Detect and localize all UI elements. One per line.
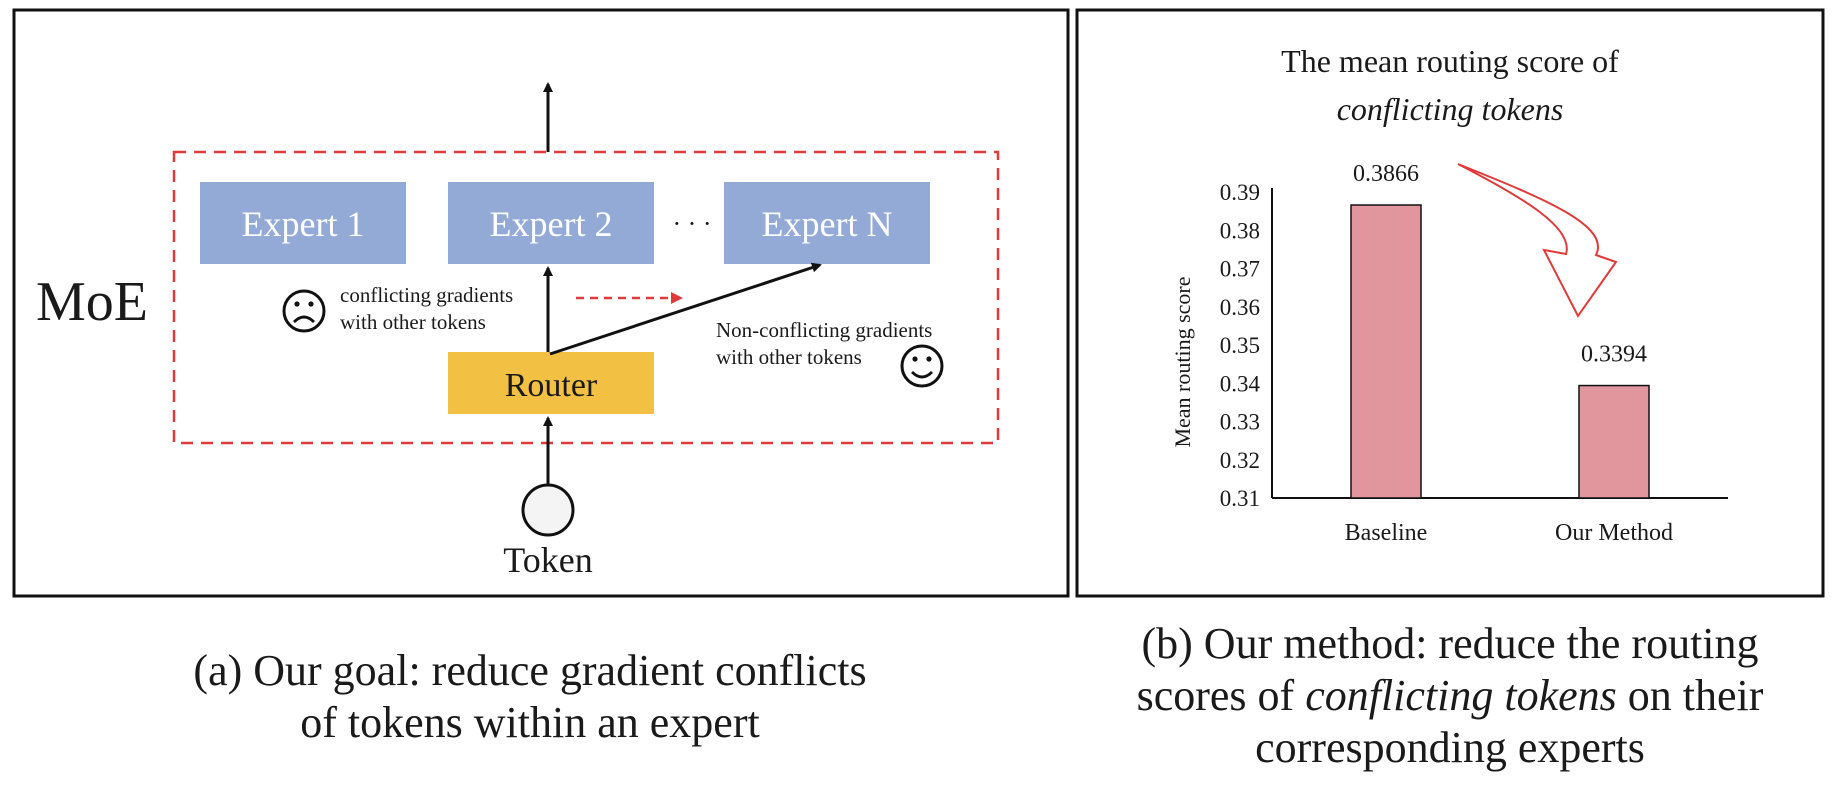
y-tick-label: 0.34 (1220, 371, 1261, 396)
y-tick-label: 0.31 (1220, 486, 1260, 511)
caption-b-line-2-post: on their (1616, 671, 1764, 720)
caption-b-line-2-pre: scores of (1136, 671, 1306, 720)
sad-face-icon (282, 289, 326, 333)
nonconflict-note-line-2: with other tokens (716, 345, 862, 369)
y-tick-label: 0.32 (1220, 448, 1260, 473)
caption-a-line-2: of tokens within an expert (300, 698, 760, 747)
y-axis-label: Mean routing score (1170, 276, 1195, 447)
bar-our-method (1578, 384, 1650, 499)
caption-b: (b) Our method: reduce the routing score… (1080, 618, 1820, 774)
expert-n-box (724, 182, 930, 264)
caption-b-line-1: (b) Our method: reduce the routing (1141, 619, 1759, 668)
router-label: Router (505, 367, 598, 404)
router-box (448, 352, 654, 414)
conflict-note-line-1: conflicting gradients (340, 283, 513, 307)
bar-baseline (1350, 204, 1422, 499)
bar-data-label: 0.3866 (1353, 161, 1419, 187)
y-tick-label: 0.36 (1220, 295, 1260, 320)
token-node (521, 483, 575, 537)
panel-a: MoE Expert 1 Expert 2 · · · Expert N Rou… (12, 8, 1070, 598)
x-tick-label: Baseline (1345, 520, 1428, 546)
ellipsis: · · · (673, 209, 712, 238)
moe-region (172, 150, 1000, 445)
expert-1-label: Expert 1 (242, 204, 365, 244)
token-label: Token (503, 540, 592, 580)
panel-b: The mean routing score of conflicting to… (1075, 8, 1825, 598)
x-tick-label: Our Method (1555, 520, 1673, 546)
caption-b-line-2-em: conflicting tokens (1305, 671, 1617, 720)
y-tick-label: 0.38 (1220, 218, 1260, 243)
moe-label: MoE (36, 271, 148, 333)
y-tick-label: 0.35 (1220, 333, 1260, 358)
y-tick-label: 0.33 (1220, 410, 1260, 435)
panel-a-frame (12, 8, 1070, 598)
chart-title-line-2: conflicting tokens (1337, 91, 1564, 127)
caption-b-line-2: scores of conflicting tokens on their (1080, 670, 1820, 722)
bar-data-label: 0.3394 (1581, 342, 1647, 368)
smiley-face-icon (900, 344, 944, 388)
caption-a-line-1: (a) Our goal: reduce gradient conflicts (193, 646, 867, 695)
router-to-expertN-arrow (549, 262, 822, 356)
decrease-annotation-arrow (1457, 163, 1618, 318)
y-tick-label: 0.37 (1220, 257, 1260, 282)
expert-2-box (448, 182, 654, 264)
expert-1-box (200, 182, 406, 264)
panel-b-frame (1075, 8, 1825, 598)
y-tick-label: 0.39 (1220, 180, 1260, 205)
chart-title-line-1: The mean routing score of (1281, 43, 1619, 79)
plot-area: 0.31 0.32 0.33 0.34 0.35 0.36 0.37 0.38 0.39 0.38… (1220, 161, 1728, 546)
expert-2-label: Expert 2 (490, 204, 613, 244)
expert-n-label: Expert N (762, 204, 893, 244)
conflict-note-line-2: with other tokens (340, 310, 486, 334)
caption-b-line-3: corresponding experts (1255, 723, 1645, 772)
nonconflict-note-line-1: Non-conflicting gradients (716, 318, 932, 342)
caption-a: (a) Our goal: reduce gradient conflicts … (90, 645, 970, 749)
